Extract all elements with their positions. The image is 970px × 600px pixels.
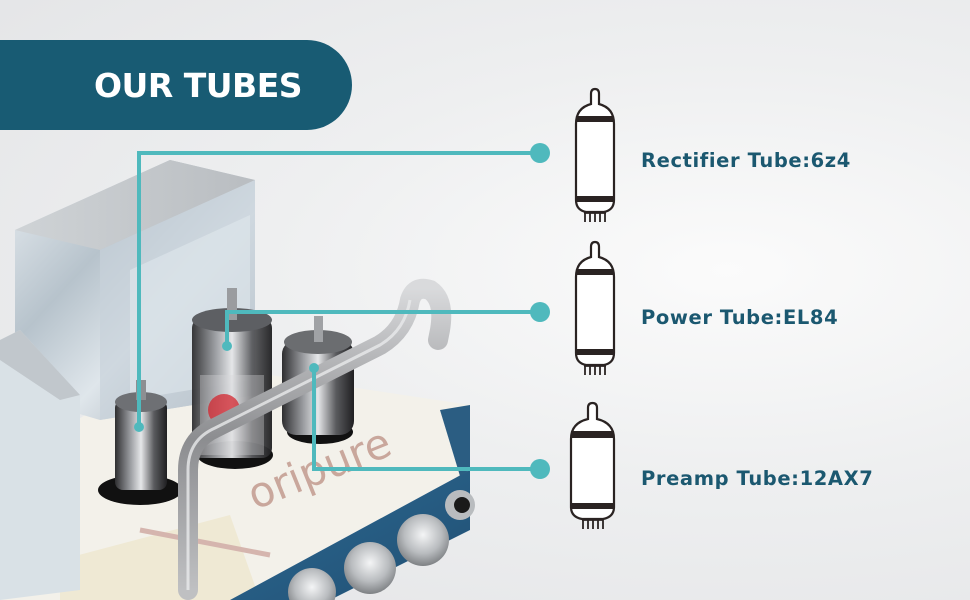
connector-line-rectifier [137, 151, 540, 427]
connector-line-preamp [312, 368, 540, 471]
connector-dot-power [530, 302, 550, 322]
knob [344, 542, 396, 594]
knob [397, 514, 449, 566]
chassis-front-panel [230, 470, 470, 600]
page-title: OUR TUBES [94, 65, 303, 105]
tube-label-preamp: Preamp Tube:12AX7 [641, 467, 874, 490]
control-knobs [288, 514, 449, 600]
title-banner: OUR TUBES [0, 40, 352, 130]
connector-dot-rectifier [530, 143, 550, 163]
connector-anchor-preamp [309, 363, 319, 373]
tube-label-power: Power Tube:EL84 [641, 306, 839, 329]
vacuum-tube-icon [569, 401, 616, 529]
vacuum-tube-icon [574, 87, 616, 222]
tube-label-rectifier: Rectifier Tube:6z4 [641, 149, 851, 172]
vacuum-tube-icon [574, 240, 616, 375]
connector-line-power [225, 310, 540, 346]
connector-dot-preamp [530, 459, 550, 479]
knob [288, 568, 336, 600]
connector-anchor-power [222, 341, 232, 351]
connector-anchor-rectifier [134, 422, 144, 432]
